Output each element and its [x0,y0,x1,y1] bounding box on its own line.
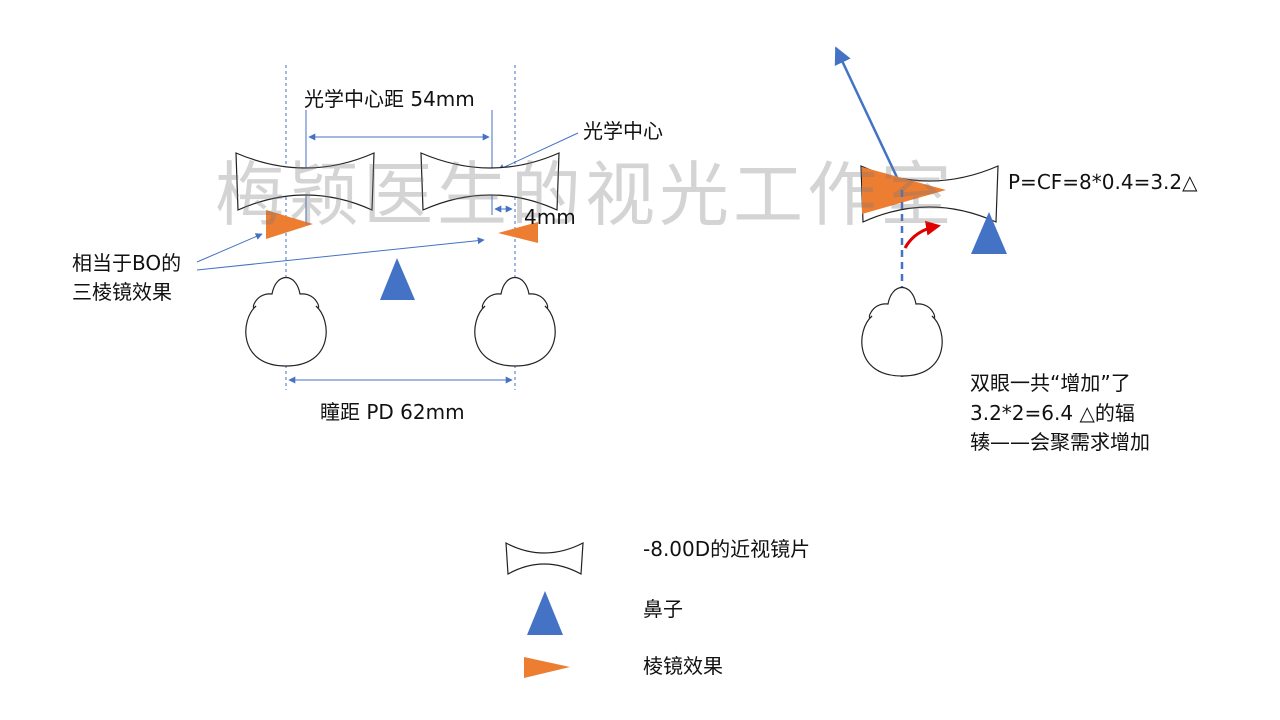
legend-lens-label: -8.00D的近视镜片 [643,537,811,561]
optical-center-label: 光学中心 [583,119,663,143]
legend-nose-icon [527,591,563,635]
visual-axis-arrow [834,46,904,189]
optical-center-distance-label: 光学中心距 54mm [304,87,475,111]
left-concave-lens [235,152,375,211]
left-eye [245,277,327,367]
bo-effect-label-line2: 三棱镜效果 [72,280,172,304]
legend-lens-icon [505,541,584,575]
bo-pointer-left [196,233,263,263]
convergence-red-arrow [903,220,941,249]
nose-triangle [380,258,415,300]
right-eye [474,277,556,367]
legend-prism-label: 棱镜效果 [643,654,723,678]
legend-nose-label: 鼻子 [643,597,683,621]
optical-center-pointer [497,132,579,171]
right-prism-effect [498,222,538,243]
note-line2: 3.2*2=6.4 △的辐 [970,401,1135,425]
right-view-nose [971,212,1007,254]
pupil-distance-label: 瞳距 PD 62mm [320,400,465,424]
left-prism-effect [266,210,313,239]
legend-prism-icon [524,657,570,678]
right-view-eye [861,287,943,377]
right-view-prism-effect [862,167,946,214]
bo-effect-label-line1: 相当于BO的 [72,251,182,275]
prism-formula-label: P=CF=8*0.4=3.2△ [1008,170,1198,194]
right-concave-lens [420,152,560,211]
watermark: 梅颖医生的视光工作室 [215,154,955,236]
decentration-label: 4mm [524,205,576,229]
note-line3: 辏——会聚需求增加 [970,430,1150,454]
note-line1: 双眼一共“增加”了 [970,371,1131,395]
bo-pointer-right [196,237,485,271]
